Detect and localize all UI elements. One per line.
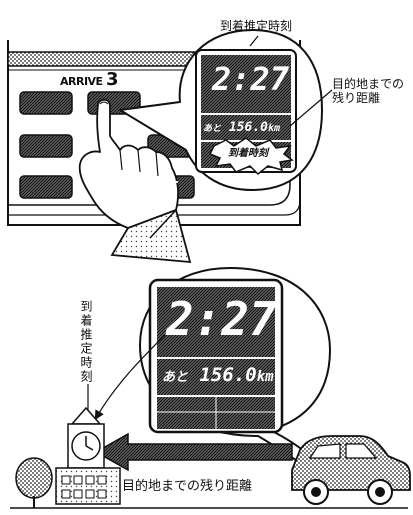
arrival-time-burst-label: 到着時刻 bbox=[228, 148, 268, 159]
set-button-label-text: SET bbox=[152, 179, 179, 193]
callout-time-value: 2:27 bbox=[212, 60, 290, 98]
remaining-distance-side-label: 目的地までの 残り距離 bbox=[332, 77, 405, 106]
estimated-arrival-time-heading-text: 到着推定時刻 bbox=[220, 19, 293, 33]
arrival-time-burst-badge bbox=[208, 137, 294, 176]
clock-tower-building bbox=[55, 406, 121, 505]
callout-remaining-distance: あと 156.0km bbox=[203, 121, 280, 134]
arrival-time-pointer-arrow bbox=[94, 317, 183, 421]
callout-remaining-unit: km bbox=[267, 123, 281, 134]
preset-button-1[interactable] bbox=[19, 91, 73, 115]
callout-remaining-prefix: あと bbox=[203, 124, 222, 134]
distance-to-destination-label: 目的地までの残り距離 bbox=[122, 479, 253, 495]
bottom-time-value: 2:27 bbox=[166, 292, 277, 346]
bottom-remaining-distance: あと 156.0km bbox=[162, 366, 274, 385]
callout-remaining-value: 156.0 bbox=[228, 120, 268, 135]
preset-button-3[interactable] bbox=[19, 175, 73, 199]
car-icon bbox=[291, 435, 411, 505]
set-button-label: SET bbox=[152, 179, 179, 194]
distance-arrow bbox=[94, 432, 293, 472]
arrive-label: ARRIVE bbox=[60, 75, 103, 89]
bottom-time-readout: 2:27 bbox=[166, 296, 277, 342]
header-leader-line bbox=[249, 35, 259, 47]
estimated-arrival-time-heading: 到着推定時刻 bbox=[220, 19, 293, 34]
tree-icon bbox=[15, 457, 53, 508]
hand-illustration bbox=[78, 98, 192, 264]
remaining-distance-side-line2: 残り距離 bbox=[332, 90, 381, 105]
bottom-remaining-prefix: あと bbox=[162, 370, 189, 385]
preset-button-2[interactable] bbox=[19, 134, 73, 158]
arrival-time-burst-text: 到着時刻 bbox=[228, 148, 268, 160]
distance-to-destination-text: 目的地までの残り距離 bbox=[122, 479, 253, 494]
callout-time-readout: 2:27 bbox=[212, 63, 289, 95]
estimated-arrival-time-vertical-label: 到着推定時刻 bbox=[79, 300, 93, 384]
distance-leader-line bbox=[289, 89, 333, 127]
arrive-label-text: ARRIVE bbox=[60, 75, 103, 88]
remaining-distance-side-line1: 目的地までの bbox=[332, 77, 405, 91]
estimated-arrival-time-vertical-text: 到着推定時刻 bbox=[79, 300, 93, 384]
arrive-number-text: 3 bbox=[106, 69, 119, 90]
bottom-remaining-value: 156.0 bbox=[199, 364, 257, 386]
arrive-number: 3 bbox=[106, 69, 119, 91]
bottom-remaining-unit: km bbox=[256, 369, 274, 385]
bottom-display-screen bbox=[148, 278, 284, 434]
